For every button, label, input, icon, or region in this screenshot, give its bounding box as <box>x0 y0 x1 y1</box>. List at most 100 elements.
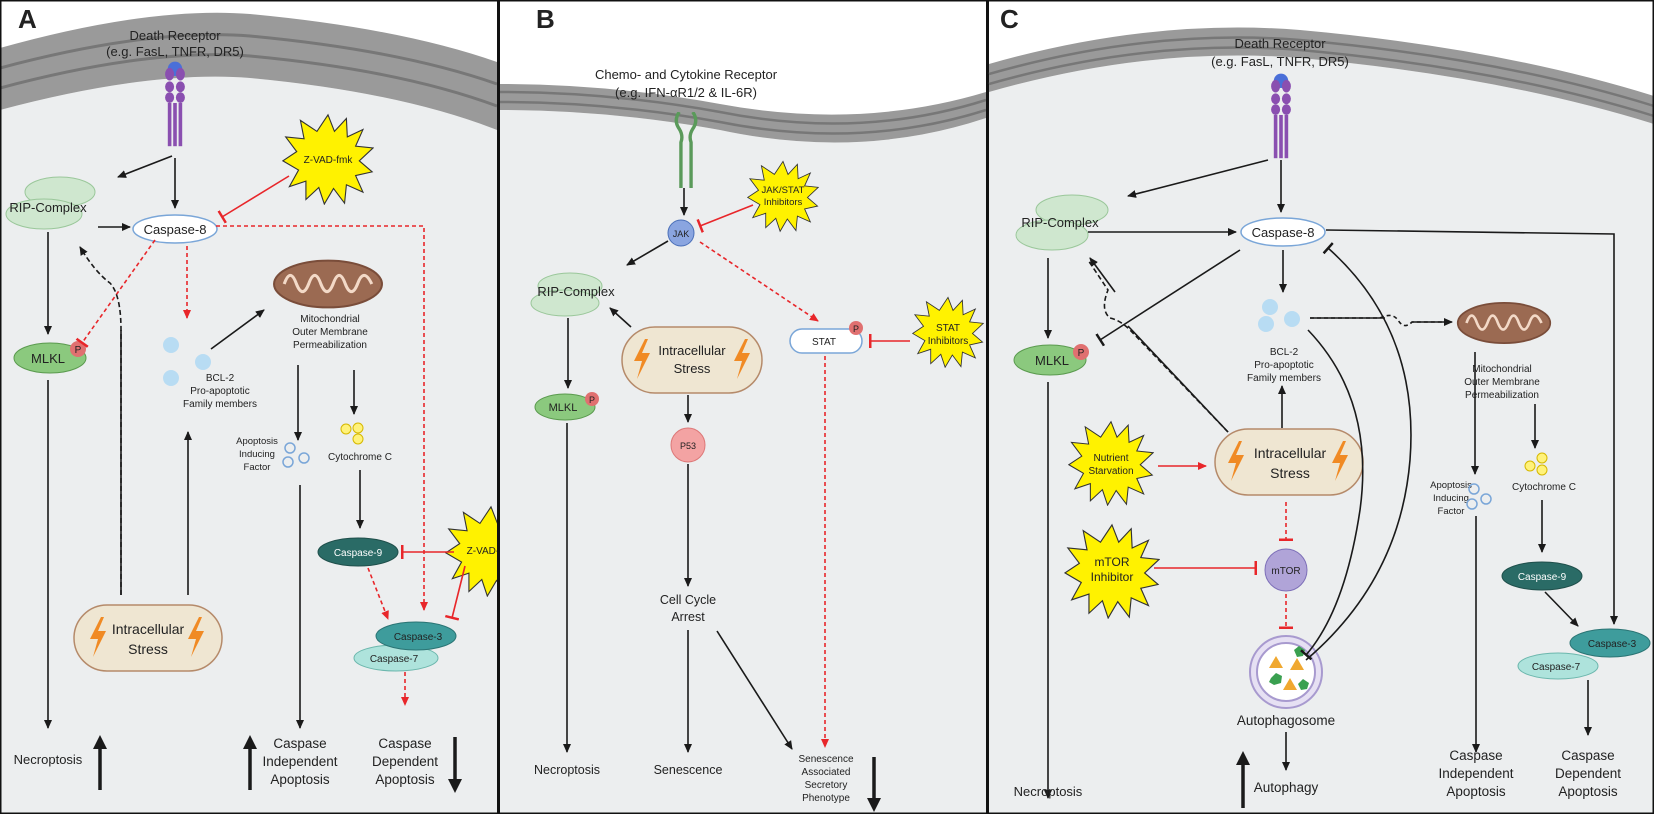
caspase-3-node <box>375 621 457 651</box>
caspase-3-label: Caspase-3 <box>394 632 443 643</box>
outcome-necroptosis: Necroptosis <box>14 752 83 767</box>
panel-a: A Death Receptor (e.g. FasL, TNFR, DR5) … <box>0 0 537 814</box>
bcl2-label-2: Pro-apoptotic <box>1254 360 1313 371</box>
cytochrome-dot <box>340 423 352 435</box>
cell-cycle-arrest-label-2: Arrest <box>671 610 705 624</box>
nutrient-starvation-label-2: Starvation <box>1088 466 1133 477</box>
autophagosome-label: Autophagosome <box>1237 713 1335 728</box>
outcome-necroptosis: Necroptosis <box>534 763 600 777</box>
caspase-9-node <box>317 537 399 567</box>
caspase-8-node <box>132 214 218 244</box>
phospho-label: P <box>1078 348 1085 359</box>
cell-cycle-arrest-label: Cell Cycle <box>660 593 716 607</box>
autophagosome-icon <box>1249 635 1323 709</box>
panel-divider <box>497 0 500 814</box>
caspase-7-label: Caspase-7 <box>1532 662 1581 673</box>
outcome-caspase-dependent-3: Apoptosis <box>1558 784 1618 799</box>
stat-inhibitor-label-2: Inhibitors <box>928 336 969 347</box>
z-vad-fmk-label-bottom: Z-VAD-fmk <box>467 546 517 557</box>
momp-label-3: Permeabilization <box>1465 390 1539 401</box>
z-vad-fmk-label-top: Z-VAD-fmk <box>304 155 354 166</box>
intracellular-stress-label-2: Stress <box>1270 465 1310 481</box>
cytokine-receptor-label: Chemo- and Cytokine Receptor <box>595 67 778 82</box>
outcome-sasp-4: Phenotype <box>802 793 850 804</box>
jak-stat-inhibitor-label: JAK/STAT <box>762 185 805 196</box>
phospho-label-stat: P <box>853 324 859 334</box>
death-receptor-label: Death Receptor <box>129 28 221 43</box>
jak-node <box>667 219 695 247</box>
caspase-8-node <box>1240 217 1326 247</box>
stat-inhibitor-label: STAT <box>936 323 960 334</box>
mlkl-node <box>534 393 596 421</box>
caspase-9-label: Caspase-9 <box>334 548 383 559</box>
death-receptor-label: Death Receptor <box>1234 36 1326 51</box>
outcome-sasp: Senescence <box>798 754 853 765</box>
panel-b-letter: B <box>536 4 555 34</box>
p53-label: P53 <box>680 441 696 451</box>
mlkl-label: MLKL <box>549 402 578 414</box>
jak-stat-inhibitor-label-2: Inhibitors <box>764 197 803 208</box>
outcome-caspase-independent-2: Independent <box>262 754 337 769</box>
phospho-label: P <box>589 395 595 405</box>
phospho-badge <box>585 392 599 406</box>
rip-complex-label: RIP-Complex <box>9 200 87 215</box>
panel-b: B Chemo- and Cytokine Receptor (e.g. IFN… <box>499 0 987 814</box>
outcome-necroptosis: Necroptosis <box>1014 784 1083 799</box>
intracellular-stress-label: Intracellular <box>1254 445 1327 461</box>
cytochrome-dot <box>352 433 364 445</box>
phospho-badge <box>849 321 863 335</box>
mtor-label: mTOR <box>1271 566 1300 577</box>
intracellular-stress-label: Intracellular <box>112 621 185 637</box>
outcome-sasp-2: Associated <box>802 767 851 778</box>
bcl2-dot <box>163 370 179 386</box>
caspase-7-node <box>1517 652 1599 680</box>
mtor-inhibitor-label: mTOR <box>1094 555 1129 569</box>
death-receptor-examples: (e.g. FasL, TNFR, DR5) <box>106 44 244 59</box>
caspase-3-label: Caspase-3 <box>1588 639 1637 650</box>
cytokine-receptor-examples: (e.g. IFN-αR1/2 & IL-6R) <box>615 85 757 100</box>
outcome-caspase-dependent-3: Apoptosis <box>375 772 435 787</box>
death-receptor-examples: (e.g. FasL, TNFR, DR5) <box>1211 54 1349 69</box>
aif-dot <box>1468 483 1480 495</box>
panel-c-letter: C <box>1000 4 1019 34</box>
panel-a-letter: A <box>18 4 37 34</box>
bcl2-label-2: Pro-apoptotic <box>190 386 249 397</box>
phospho-badge <box>1073 344 1089 360</box>
stat-node <box>789 328 863 354</box>
rip-complex-shape-2 <box>5 198 83 230</box>
outcome-caspase-dependent-2: Dependent <box>1555 766 1621 781</box>
bcl2-dot <box>1258 316 1274 332</box>
aif-label: Apoptosis <box>1430 480 1472 491</box>
outcome-autophagy: Autophagy <box>1254 780 1319 795</box>
panel-c: C Death Receptor (e.g. FasL, TNFR, DR5) … <box>988 0 1654 814</box>
caspase-8-label: Caspase-8 <box>1252 225 1315 240</box>
intracellular-stress-node <box>73 604 223 672</box>
rip-complex-shape-2 <box>530 289 600 317</box>
caspase-9-label: Caspase-9 <box>1518 572 1567 583</box>
intracellular-stress-node <box>621 326 763 394</box>
momp-label-3: Permeabilization <box>293 340 367 351</box>
aif-dot <box>1480 493 1492 505</box>
cytochrome-dot <box>1536 452 1548 464</box>
intracellular-stress-label: Intracellular <box>658 343 726 358</box>
panel-divider <box>986 0 989 814</box>
aif-dot <box>1466 498 1478 510</box>
outcome-caspase-independent-3: Apoptosis <box>1446 784 1506 799</box>
cytochrome-dot <box>1524 460 1536 472</box>
rip-complex-label: RIP-Complex <box>537 284 615 299</box>
nutrient-starvation-label: Nutrient <box>1093 453 1128 464</box>
phospho-label: P <box>75 345 82 356</box>
p53-node <box>670 427 706 463</box>
aif-dot <box>298 452 310 464</box>
aif-label-2: Inducing <box>1433 493 1469 504</box>
aif-dot <box>284 442 296 454</box>
outcome-caspase-independent: Caspase <box>1449 748 1502 763</box>
outcome-caspase-dependent: Caspase <box>1561 748 1614 763</box>
cytochrome-c-label: Cytochrome C <box>1512 482 1576 493</box>
outcome-caspase-independent: Caspase <box>273 736 326 751</box>
cytochrome-dot <box>1536 464 1548 476</box>
death-receptor-icon <box>1271 73 1291 159</box>
mtor-inhibitor-label-2: Inhibitor <box>1091 570 1134 584</box>
bcl2-dot <box>195 354 211 370</box>
